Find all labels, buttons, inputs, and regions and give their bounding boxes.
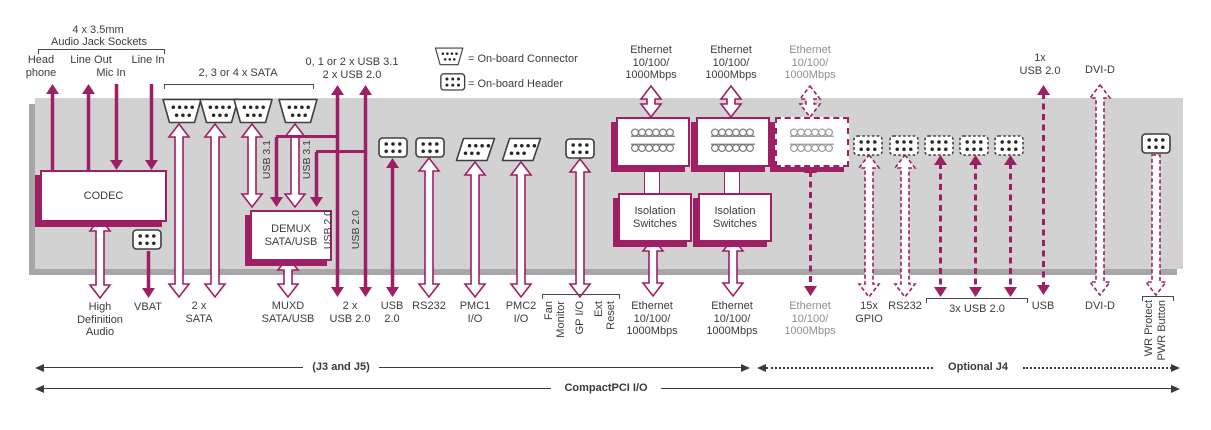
- eth1-link-bar: [644, 163, 660, 193]
- sata-connector-1: [161, 98, 203, 124]
- gpio-header: [853, 135, 883, 156]
- pmc1-label: PMC1 I/O: [459, 300, 491, 325]
- j4-right-arrowhead: [1171, 364, 1180, 372]
- cpci-line-right: [661, 388, 1172, 389]
- pmc2-label: PMC2 I/O: [505, 300, 537, 325]
- eth3-bottom-label: Ethernet 10/100/ 1000Mbps: [784, 300, 836, 337]
- usb-bottom-label: USB: [1031, 300, 1055, 312]
- eth2-magnetics-box: [696, 117, 770, 167]
- hd-audio-label: High Definition Audio: [77, 301, 123, 338]
- gp-io-label: GP I/O: [574, 301, 586, 335]
- usb31-branch-b: [316, 150, 366, 153]
- eth3-magnetics-box: [775, 117, 849, 167]
- usb-header-1: [924, 135, 954, 156]
- j3j5-right-arrowhead: [741, 364, 750, 372]
- pmc1-connector: [454, 137, 496, 162]
- pwr-button-label: PWR Button: [1156, 300, 1168, 361]
- j3j5-label: (J3 and J5): [312, 361, 370, 373]
- usb31-vlabel-b: USB 3.1: [301, 140, 313, 180]
- j3j5-left-arrowhead: [35, 364, 44, 372]
- usb3x-label: 3x USB 2.0: [949, 303, 1005, 315]
- sata-connector-4: [277, 98, 319, 124]
- eth2-link-bar: [724, 163, 740, 193]
- usb-header-3: [994, 135, 1024, 156]
- vbat-label: VBAT: [134, 301, 162, 313]
- demux-box: DEMUX SATA/USB: [250, 210, 332, 261]
- legend-header-label: = On-board Header: [468, 78, 564, 90]
- usb31-vlabel-a: USB 3.1: [261, 140, 273, 180]
- line-out-label: Line Out: [70, 54, 112, 66]
- audio-bracket-label-2: Audio Jack Sockets: [51, 36, 147, 48]
- rs232-2-header: [889, 135, 919, 156]
- usb3x-bracket: [926, 298, 1028, 303]
- legend-header-icon: [440, 73, 466, 91]
- vbat-header: [132, 229, 162, 250]
- legend-connector-icon: [434, 47, 464, 66]
- dvid-top-label: DVI-D: [1085, 64, 1115, 76]
- rs232-label: RS232: [412, 300, 446, 312]
- rs232-header: [415, 137, 445, 158]
- j3j5-line-right: [379, 367, 741, 368]
- board-band: [35, 98, 1183, 269]
- usb31-branch-a: [276, 135, 338, 138]
- j3j5-line-left: [44, 367, 303, 368]
- eth2-bottom-label: Ethernet 10/100/ 1000Mbps: [706, 300, 758, 337]
- cpci-left-arrowhead: [35, 385, 44, 393]
- j4-line-left: [766, 367, 933, 369]
- transformer-coil-icon: [626, 125, 680, 159]
- audio-bracket: [38, 49, 165, 54]
- eth3-top-label: Ethernet 10/100/ 1000Mbps: [784, 44, 836, 81]
- wr-pwr-header: [1141, 133, 1171, 154]
- transformer-coil-icon: [706, 125, 760, 159]
- eth2-top-label: Ethernet 10/100/ 1000Mbps: [705, 44, 757, 81]
- cpci-label: CompactPCI I/O: [564, 382, 648, 394]
- sata-bottom-label: 2 x SATA: [185, 300, 213, 325]
- legend-connector-label: = On-board Connector: [468, 53, 578, 65]
- usb20-bottom-label: USB 2.0: [380, 300, 404, 325]
- monitor-label: Monitor: [555, 301, 567, 338]
- eth1-magnetics-box: [616, 117, 690, 167]
- misc-io-header: [565, 138, 595, 159]
- eth1-top-label: Ethernet 10/100/ 1000Mbps: [625, 44, 677, 81]
- audio-bracket-label-1: 4 x 3.5mm: [72, 24, 124, 36]
- optional-j4-label: Optional J4: [948, 361, 1008, 373]
- usb20-header: [378, 137, 408, 158]
- sata-bracket-label: 2, 3 or 4 x SATA: [198, 67, 278, 79]
- sata-bracket: [164, 84, 314, 89]
- codec-box: CODEC: [40, 170, 167, 222]
- headphone-label: Head phone: [25, 54, 57, 79]
- gpio-label: 15x GPIO: [855, 300, 883, 325]
- muxd-label: MUXD SATA/USB: [261, 300, 315, 325]
- sata-connector-2: [198, 98, 240, 124]
- misc-io-bracket: [542, 294, 620, 299]
- mic-in-label: Mic In: [96, 67, 126, 79]
- j4-left-arrowhead: [757, 364, 766, 372]
- usb1x-top-label: 1x USB 2.0: [1019, 52, 1061, 77]
- sata-connector-3: [232, 98, 274, 124]
- wr-pwr-bracket: [1142, 296, 1174, 301]
- cpci-right-arrowhead: [1171, 385, 1180, 393]
- reset-label: Reset: [605, 301, 617, 330]
- eth1-isolation-box: Isolation Switches: [618, 193, 692, 242]
- rs232-2-label: RS232: [888, 300, 922, 312]
- usb-header-2: [959, 135, 989, 156]
- dvid-bottom-label: DVI-D: [1085, 300, 1115, 312]
- usb20-vlabel-b: USB 2.0: [350, 210, 362, 250]
- transformer-coil-icon: [785, 125, 839, 159]
- usb2-bottom-label: 2 x USB 2.0: [329, 300, 371, 325]
- eth2-isolation-box: Isolation Switches: [698, 193, 772, 242]
- pmc2-connector: [500, 137, 542, 162]
- cpci-line-left: [44, 388, 551, 389]
- eth1-bottom-label: Ethernet 10/100/ 1000Mbps: [626, 300, 678, 337]
- wr-protect-label: WR Protect: [1143, 300, 1155, 357]
- usb-top-label-1: 0, 1 or 2 x USB 3.1: [305, 56, 399, 68]
- j4-line-right: [1023, 367, 1172, 369]
- line-in-label: Line In: [131, 54, 165, 66]
- usb-top-label-2: 2 x USB 2.0: [322, 69, 382, 81]
- usb20-vlabel-a: USB 2.0: [322, 210, 334, 250]
